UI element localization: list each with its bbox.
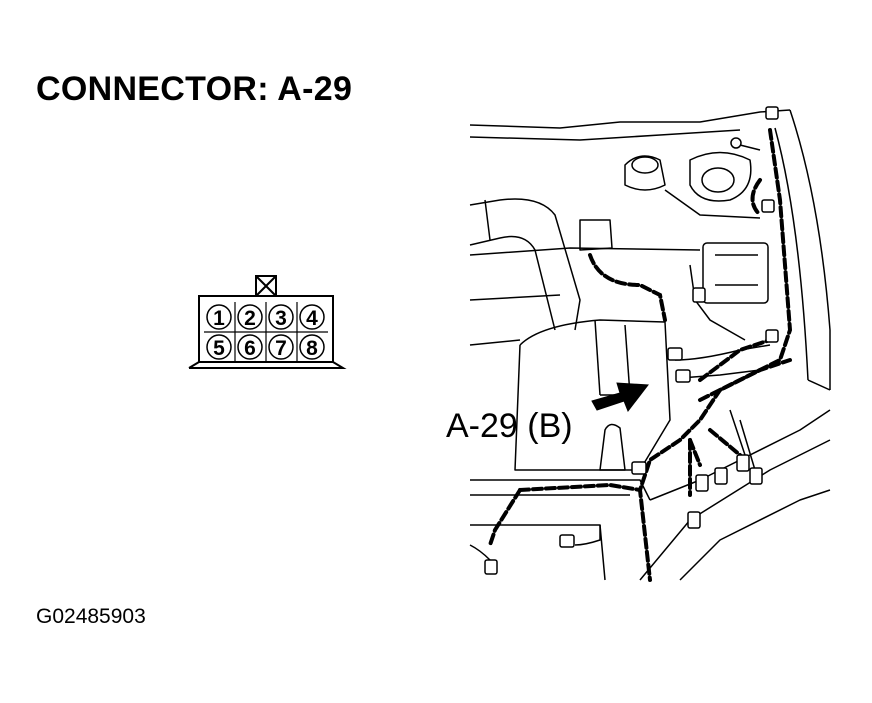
pin-label: 3 [275, 307, 287, 330]
wiring-harness [488, 128, 793, 582]
connector-face-view [188, 275, 347, 369]
connector-pin-labels: 1 2 3 4 5 6 7 8 [213, 307, 318, 360]
pin-label: 7 [275, 337, 287, 360]
thin-wires [469, 144, 771, 561]
pin-label: 1 [213, 307, 225, 330]
pin-label: 4 [306, 307, 318, 330]
pin-label: 2 [244, 307, 256, 330]
pin-label: 8 [306, 337, 318, 360]
callout-arrow [591, 382, 649, 413]
page-title: CONNECTOR: A-29 [36, 70, 353, 108]
figure-id: G02485903 [36, 605, 146, 628]
pin-label: 5 [213, 337, 225, 360]
small-connectors [484, 106, 779, 575]
pin-label: 6 [244, 337, 256, 360]
callout-label: A-29 (B) [446, 407, 573, 445]
